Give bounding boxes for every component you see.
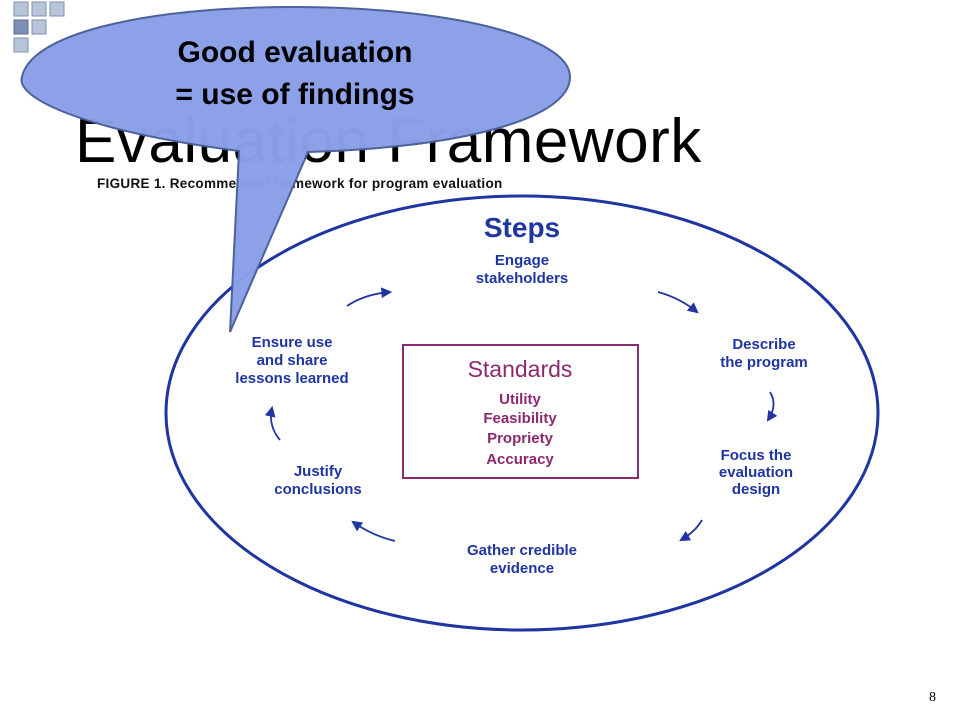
standard-accuracy: Accuracy	[486, 451, 554, 468]
cycle-arrow-icon	[351, 520, 396, 542]
callout-text: Good evaluation = use of findings	[80, 32, 510, 116]
callout-line-2: = use of findings	[175, 78, 415, 111]
step-focus-line-2: evaluation	[719, 464, 793, 481]
step-gather-line-1: Gather credible	[467, 542, 577, 559]
page-number: 8	[929, 690, 936, 705]
step-gather-line-2: evidence	[490, 560, 554, 577]
standards-box	[402, 344, 639, 479]
step-justify-line-1: Justify	[294, 463, 343, 480]
cycle-arrow-icon	[679, 519, 703, 542]
standard-propriety: Propriety	[487, 430, 554, 447]
step-ensure-line-3: lessons learned	[235, 370, 348, 387]
step-describe-line-1: Describe	[732, 336, 795, 353]
cycle-arrow-icon	[657, 291, 699, 314]
step-focus-line-3: design	[732, 481, 780, 498]
corner-decoration	[13, 1, 65, 53]
step-justify-line-2: conclusions	[274, 481, 362, 498]
steps-heading: Steps	[484, 212, 560, 243]
step-ensure-line-2: and share	[257, 352, 328, 369]
callout-balloon	[20, 5, 572, 333]
standard-utility: Utility	[499, 391, 541, 408]
step-focus-line-1: Focus the	[721, 447, 792, 464]
cycle-arrow-icon	[766, 391, 778, 422]
figure-caption: FIGURE 1. Recommended framework for prog…	[97, 176, 503, 191]
callout-line-1: Good evaluation	[177, 36, 413, 69]
step-engage-line-1: Engage	[495, 252, 549, 269]
cycle-circle	[164, 194, 880, 632]
cycle-arrow-icon	[264, 405, 281, 441]
standards-heading: Standards	[468, 356, 573, 382]
standard-feasibility: Feasibility	[483, 410, 557, 427]
step-describe-line-2: the program	[720, 354, 808, 371]
step-ensure-line-1: Ensure use	[252, 334, 333, 351]
cycle-arrow-icon	[346, 287, 393, 307]
step-engage-line-2: stakeholders	[476, 270, 569, 287]
